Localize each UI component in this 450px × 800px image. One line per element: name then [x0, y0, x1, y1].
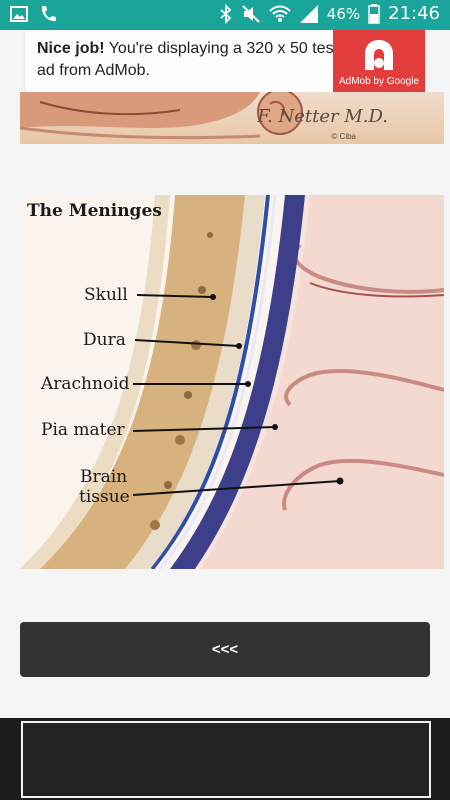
meninges-image: The Meninges Skull Dura Arachnoid Pia ma…	[20, 195, 444, 569]
admob-logo-icon	[359, 36, 399, 74]
label-arachnoid: Arachnoid	[41, 374, 130, 394]
signal-icon	[299, 4, 319, 24]
ad-text: Nice job! You're displaying a 320 x 50 t…	[37, 38, 347, 82]
image-credit: © Ciba	[331, 132, 356, 141]
ad-headline: Nice job!	[37, 40, 105, 57]
ad-body: You're displaying a 320 x 50 test ad fro…	[37, 40, 339, 79]
ad-badge-label: AdMob by Google	[338, 76, 420, 87]
back-button[interactable]: <<<	[20, 622, 430, 677]
label-skull: Skull	[84, 285, 128, 305]
meninges-illustration	[20, 195, 444, 569]
mute-icon	[241, 4, 261, 24]
bottom-ad-bar	[0, 718, 450, 800]
battery-percent: 46%	[326, 4, 361, 23]
label-dura: Dura	[83, 330, 126, 350]
bottom-ad-slot[interactable]	[21, 721, 431, 798]
label-pia-mater: Pia mater	[41, 420, 125, 440]
wifi-icon	[269, 4, 291, 24]
label-brain-tissue-line2: tissue	[79, 487, 130, 507]
bluetooth-icon	[219, 3, 233, 24]
artist-signature: F. Netter M.D.	[257, 106, 388, 127]
label-brain-tissue-line1: Brain	[80, 467, 128, 487]
admob-badge[interactable]: AdMob by Google	[333, 30, 425, 92]
status-left	[10, 4, 58, 24]
gallery-icon	[10, 5, 28, 23]
meninges-title: The Meninges	[27, 201, 162, 221]
ad-banner[interactable]: Nice job! You're displaying a 320 x 50 t…	[25, 30, 425, 92]
status-bar: 46% 21:46	[0, 0, 450, 30]
anatomy-image-top: F. Netter M.D. © Ciba	[20, 92, 444, 144]
phone-icon	[38, 4, 58, 24]
battery-icon	[368, 3, 380, 24]
clock: 21:46	[388, 3, 440, 24]
status-right: 46% 21:46	[219, 3, 440, 24]
face-illustration	[20, 92, 303, 140]
